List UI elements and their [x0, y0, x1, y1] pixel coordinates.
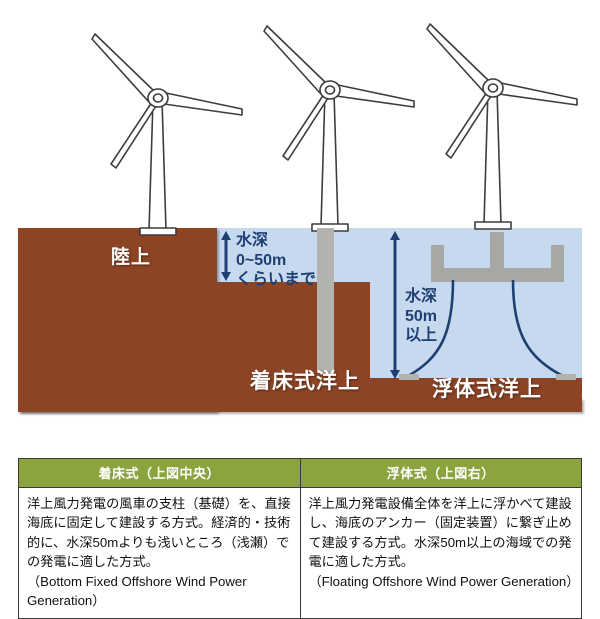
onshore-land: [18, 228, 217, 412]
table-row: 洋上風力発電の風車の支柱（基礎）を、直接海底に固定して建設する方式。経済的・技術…: [18, 486, 582, 619]
table-header-floating: 浮体式（上図右）: [299, 458, 582, 488]
seabed-base: [18, 398, 582, 412]
label-onshore: 陸上: [111, 247, 152, 268]
floating-platform-leg-right: [551, 245, 564, 269]
depth-shallow-line2: 0~50m: [236, 251, 287, 269]
wind-turbine-bottom-fixed: [262, 14, 422, 236]
depth-deep-line3: 以上: [405, 327, 438, 345]
cell-english-text: （Floating Offshore Wind Power Generation…: [308, 573, 580, 589]
depth-label-deep: 水深 50m 以上: [405, 287, 437, 346]
depth-shallow-line1: 水深: [236, 232, 269, 249]
floating-platform-column: [490, 232, 504, 268]
mooring-anchor-left: [399, 374, 419, 380]
offshore-wind-diagram: 水深 0~50m くらいまで 水深 50m 以上 陸上 着床式洋上 浮体式洋上: [18, 12, 585, 412]
table-header-bottom-fixed: 着床式（上図中央）: [18, 458, 301, 488]
depth-deep-line1: 水深: [405, 288, 438, 305]
floating-platform-leg-left: [431, 245, 444, 269]
wind-turbine-onshore: [90, 22, 250, 242]
depth-label-shallow: 水深 0~50m くらいまで: [236, 231, 316, 290]
mooring-anchor-right: [556, 374, 576, 380]
depth-shallow-line3: くらいまで: [236, 271, 317, 289]
table-cell-floating: 洋上風力発電設備全体を洋上に浮かべて建設し、海底のアンカー（固定装置）に繋ぎ止め…: [299, 486, 582, 619]
table-cell-bottom-fixed: 洋上風力発電の風車の支柱（基礎）を、直接海底に固定して建設する方式。経済的・技術…: [18, 486, 301, 619]
cell-english-text: （Bottom Fixed Offshore Wind Power Genera…: [27, 573, 247, 609]
depth-arrow-shallow: [219, 231, 233, 281]
label-floating: 浮体式洋上: [432, 378, 542, 401]
table-header-row: 着床式（上図中央） 浮体式（上図右）: [18, 458, 582, 488]
depth-deep-line2: 50m: [405, 307, 438, 325]
depth-arrow-deep: [388, 231, 402, 379]
wind-turbine-floating: [425, 12, 585, 234]
floating-platform-beam: [431, 268, 564, 282]
mooring-lines: [400, 280, 585, 384]
cell-japanese-text: 洋上風力発電設備全体を洋上に浮かべて建設し、海底のアンカー（固定装置）に繋ぎ止め…: [308, 496, 572, 570]
comparison-table: 着床式（上図中央） 浮体式（上図右） 洋上風力発電の風車の支柱（基礎）を、直接海…: [18, 458, 582, 619]
monopile-foundation: [317, 228, 334, 373]
label-bottom-fixed: 着床式洋上: [250, 370, 360, 393]
shallow-seabed: [217, 282, 370, 412]
cell-japanese-text: 洋上風力発電の風車の支柱（基礎）を、直接海底に固定して建設する方式。経済的・技術…: [27, 496, 291, 570]
